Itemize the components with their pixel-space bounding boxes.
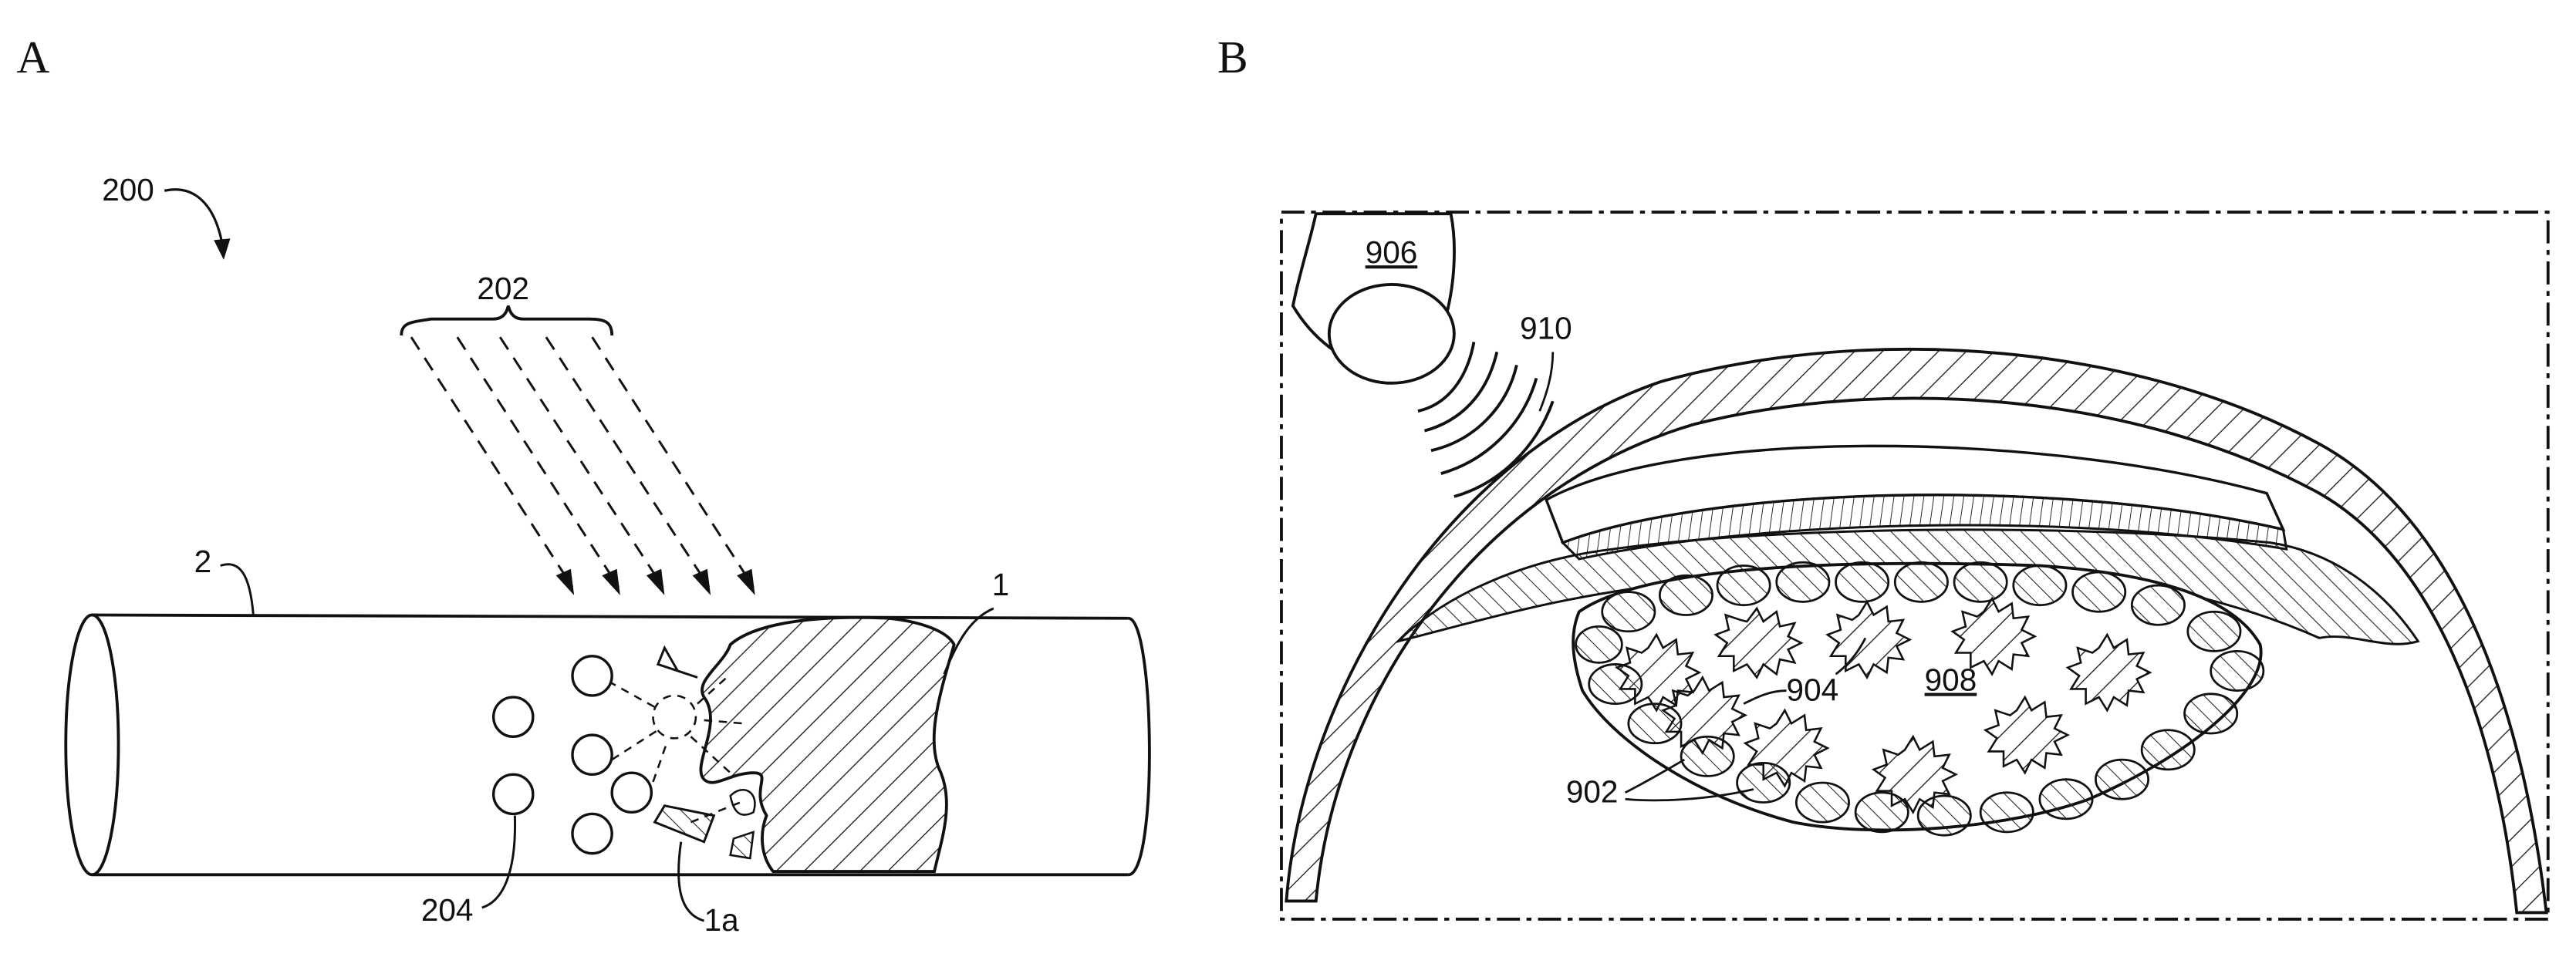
cell [1953, 561, 2008, 603]
cell [2186, 610, 2242, 652]
bubble [610, 771, 653, 814]
leader-2 [220, 563, 255, 615]
cell [1835, 561, 1890, 603]
eye-outer-shell [1285, 347, 2548, 915]
leader-902-a [1624, 758, 1686, 794]
arrow-200 [164, 188, 225, 254]
bubble [491, 773, 535, 816]
cell [1716, 564, 1771, 607]
label-202: 202 [477, 271, 529, 306]
cell [1601, 591, 1656, 633]
cell [1794, 781, 1850, 824]
cell [1575, 625, 1623, 664]
particle [1615, 632, 1702, 713]
label-204: 204 [421, 892, 474, 928]
leader-204 [481, 815, 517, 909]
beam-ray [498, 336, 664, 588]
cavitation-lines [595, 673, 744, 824]
bubbles [491, 655, 653, 855]
particle [1660, 675, 1748, 756]
label-904: 904 [1787, 672, 1839, 707]
leader-904-b [1835, 637, 1867, 676]
particle [1743, 708, 1830, 788]
beam-ray [456, 336, 620, 588]
leader-1a [677, 841, 705, 922]
leader-902-b [1625, 788, 1754, 802]
cell [2210, 649, 2265, 692]
bubble [491, 696, 535, 738]
label-1: 1 [992, 567, 1010, 602]
bubble [571, 655, 613, 697]
cell [1979, 791, 2034, 834]
bubble [571, 812, 613, 855]
particle [2065, 632, 2152, 713]
cell [1775, 561, 1831, 603]
beam-arrowheads [555, 568, 755, 595]
panel-b: B 906 910 908 [1217, 32, 2550, 921]
cell [1658, 574, 1713, 616]
particle [1825, 599, 1913, 680]
cell [1893, 561, 1949, 603]
cell [2183, 692, 2239, 735]
vessel-cylinder [64, 613, 1151, 877]
bubble [571, 733, 613, 776]
particle [1871, 734, 1959, 814]
arrow-200-head [214, 238, 231, 260]
cell [2095, 758, 2150, 800]
particles-904 [1615, 596, 2152, 814]
beam-ray [591, 336, 755, 588]
fragment-1a [653, 804, 716, 844]
leader-910 [1538, 352, 1555, 412]
label-902: 902 [1566, 774, 1619, 810]
label-2: 2 [194, 544, 212, 579]
leader-1 [943, 607, 994, 675]
panel-b-frame [1280, 211, 2550, 921]
fragment-small [729, 831, 755, 860]
panel-b-letter: B [1217, 32, 1248, 83]
panel-a: A 200 202 2 [16, 32, 1151, 938]
cell [2140, 729, 2196, 771]
beam-ray [545, 336, 711, 588]
target-plaque [699, 615, 956, 874]
label-906: 906 [1366, 234, 1418, 270]
cell [2130, 584, 2186, 626]
transducer-face [1327, 282, 1456, 385]
brace-202 [400, 305, 614, 336]
cell [2038, 778, 2094, 821]
particle [1713, 606, 1804, 679]
particle [1983, 695, 2071, 775]
label-1a: 1a [704, 902, 740, 938]
fragment-top [656, 645, 698, 679]
leader-904-a [1743, 689, 1787, 705]
cell [2012, 564, 2068, 607]
beam-rays [410, 336, 755, 588]
label-910: 910 [1520, 310, 1572, 345]
acoustic-waves-910 [1417, 342, 1555, 498]
cell [2071, 571, 2127, 613]
fragment-notch [729, 789, 756, 816]
label-200: 200 [102, 172, 154, 207]
beam-ray [410, 336, 574, 588]
panel-a-letter: A [16, 32, 49, 83]
label-908: 908 [1925, 662, 1977, 698]
particle [1950, 596, 2038, 676]
